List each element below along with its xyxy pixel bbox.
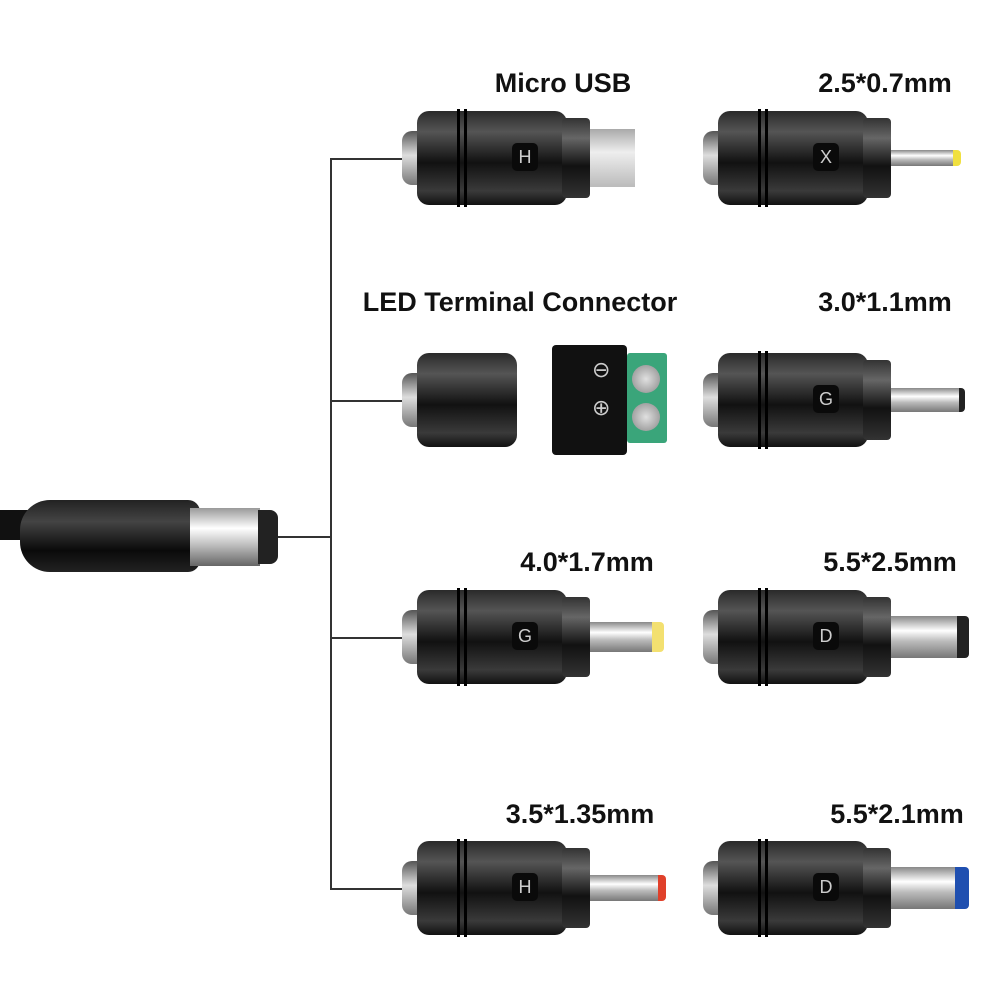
- adapter-3-0x1-1: G: [703, 345, 1000, 455]
- connector-line-branch: [330, 400, 405, 402]
- adapter-label: LED Terminal Connector: [362, 287, 678, 317]
- terminal-block: [627, 353, 667, 443]
- adapter-label: 2.5*0.7mm: [818, 68, 952, 98]
- adapter-badge: H: [512, 873, 538, 901]
- adapter-5-5x2-1: D: [703, 833, 1000, 943]
- micro-usb-plug: [590, 129, 635, 187]
- connector-line-branch: [330, 158, 405, 160]
- adapter-4-0x1-7: G: [402, 582, 732, 692]
- pin-tip: [959, 388, 965, 412]
- adapter-label: 3.5*1.35mm: [505, 799, 655, 829]
- micro-usb-adapter: H: [402, 103, 732, 213]
- adapter-badge: G: [813, 385, 839, 413]
- adapter-label: 5.5*2.1mm: [830, 799, 964, 829]
- pin-tip: [658, 875, 666, 901]
- adapter-badge: H: [512, 143, 538, 171]
- adapter-badge: D: [813, 873, 839, 901]
- pin-tip: [652, 622, 664, 652]
- connector-line-trunk: [330, 158, 332, 889]
- adapter-3-5x1-35: H: [402, 833, 732, 943]
- pin-tip: [953, 150, 961, 166]
- connector-line-branch: [330, 637, 405, 639]
- connector-line-branch: [330, 888, 405, 890]
- connector-line-main: [278, 536, 331, 538]
- adapter-label: Micro USB: [494, 68, 632, 98]
- minus-symbol: ⊖: [592, 357, 611, 382]
- adapter-badge: G: [512, 622, 538, 650]
- adapter-badge: X: [813, 143, 839, 171]
- led-terminal-adapter: ⊖ ⊕: [402, 345, 732, 455]
- adapter-2-5x0-7: X: [703, 103, 1000, 213]
- adapter-label: 3.0*1.1mm: [818, 287, 952, 317]
- plug-end: [258, 510, 278, 564]
- adapter-badge: D: [813, 622, 839, 650]
- plus-symbol: ⊕: [592, 395, 611, 420]
- adapter-5-5x2-5: D: [703, 582, 1000, 692]
- adapter-label: 5.5*2.5mm: [823, 547, 957, 577]
- plug-barrel: [190, 508, 260, 566]
- pin-tip: [955, 867, 969, 909]
- adapter-label: 4.0*1.7mm: [520, 547, 654, 577]
- plug-boot: [20, 500, 200, 572]
- pin-tip: [957, 616, 969, 658]
